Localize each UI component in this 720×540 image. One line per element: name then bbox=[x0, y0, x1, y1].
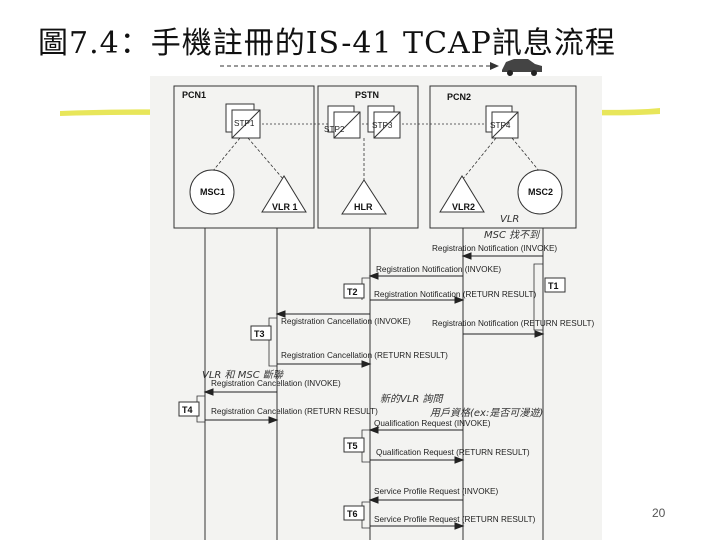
message-label: Registration Cancellation (RETURN RESULT… bbox=[281, 351, 448, 360]
handwritten-note-msc: MSC 找不到 bbox=[484, 229, 541, 241]
msc1-label: MSC1 bbox=[200, 187, 225, 197]
page-number: 20 bbox=[652, 506, 666, 520]
message-label: Registration Cancellation (INVOKE) bbox=[281, 317, 411, 326]
message-label: Registration Notification (INVOKE) bbox=[432, 244, 557, 253]
stp2-node bbox=[327, 105, 361, 139]
stp4-label: STP4 bbox=[490, 121, 511, 130]
msc2-node bbox=[517, 169, 563, 215]
pcn2-label: PCN2 bbox=[447, 92, 471, 102]
message-label: Registration Cancellation (RETURN RESULT… bbox=[211, 407, 378, 416]
message-label: Qualification Request (INVOKE) bbox=[374, 419, 491, 428]
lifelines bbox=[204, 228, 544, 540]
stp4-node bbox=[485, 105, 519, 139]
message-arrows bbox=[203, 252, 545, 530]
handwritten-note-vlr-msc: VLR 和 MSC 斷聯 bbox=[202, 369, 284, 381]
vlr1-label: VLR 1 bbox=[272, 202, 298, 212]
pstn-box bbox=[317, 85, 419, 229]
stp3-label: STP3 bbox=[372, 121, 393, 130]
pstn-label: PSTN bbox=[355, 90, 379, 100]
msc2-label: MSC2 bbox=[528, 187, 553, 197]
handwritten-note-vlr: VLR bbox=[500, 214, 519, 225]
car-icon bbox=[502, 59, 542, 76]
message-label: Registration Notification (RETURN RESULT… bbox=[432, 319, 595, 328]
handwritten-note-qualify-1: 新的VLR 詢問 bbox=[380, 393, 445, 405]
slide-title: 圖7.4：手機註冊的IS-41 TCAP訊息流程 bbox=[38, 26, 616, 61]
timer-t5-label: T5 bbox=[347, 441, 358, 451]
message-label: Qualification Request (RETURN RESULT) bbox=[376, 448, 530, 457]
message-label: Service Profile Request (RETURN RESULT) bbox=[374, 515, 536, 524]
hlr-label: HLR bbox=[354, 202, 373, 212]
pcn1-box bbox=[173, 85, 315, 229]
message-label: Service Profile Request (INVOKE) bbox=[374, 487, 498, 496]
timer-t4-label: T4 bbox=[182, 405, 193, 415]
stp1-node bbox=[225, 103, 261, 139]
timer-boxes bbox=[178, 277, 566, 521]
stp-connections bbox=[211, 137, 541, 182]
vlr2-node bbox=[439, 175, 485, 213]
msc1-node bbox=[189, 169, 235, 215]
stp1-label: STP1 bbox=[234, 119, 255, 128]
pcn1-label: PCN1 bbox=[182, 90, 206, 100]
vlr1-node bbox=[261, 175, 307, 213]
message-label: Registration Cancellation (INVOKE) bbox=[211, 379, 341, 388]
message-label: Registration Notification (INVOKE) bbox=[376, 265, 501, 274]
message-label: Registration Notification (RETURN RESULT… bbox=[374, 290, 537, 299]
scanned-figure-background bbox=[150, 76, 602, 540]
timer-t2-label: T2 bbox=[347, 287, 358, 297]
handwritten-note-qualify-2: 用戶資格(ex:是否可漫遊) bbox=[430, 407, 543, 419]
timer-t3-label: T3 bbox=[254, 329, 265, 339]
vlr2-label: VLR2 bbox=[452, 202, 475, 212]
hlr-node bbox=[341, 179, 387, 215]
timer-t6-label: T6 bbox=[347, 509, 358, 519]
pcn2-box bbox=[429, 85, 577, 229]
timer-t1-label: T1 bbox=[548, 281, 559, 291]
stp3-node bbox=[367, 105, 401, 139]
car-arrow-head bbox=[490, 62, 499, 70]
stp2-label: STP2 bbox=[324, 125, 345, 134]
